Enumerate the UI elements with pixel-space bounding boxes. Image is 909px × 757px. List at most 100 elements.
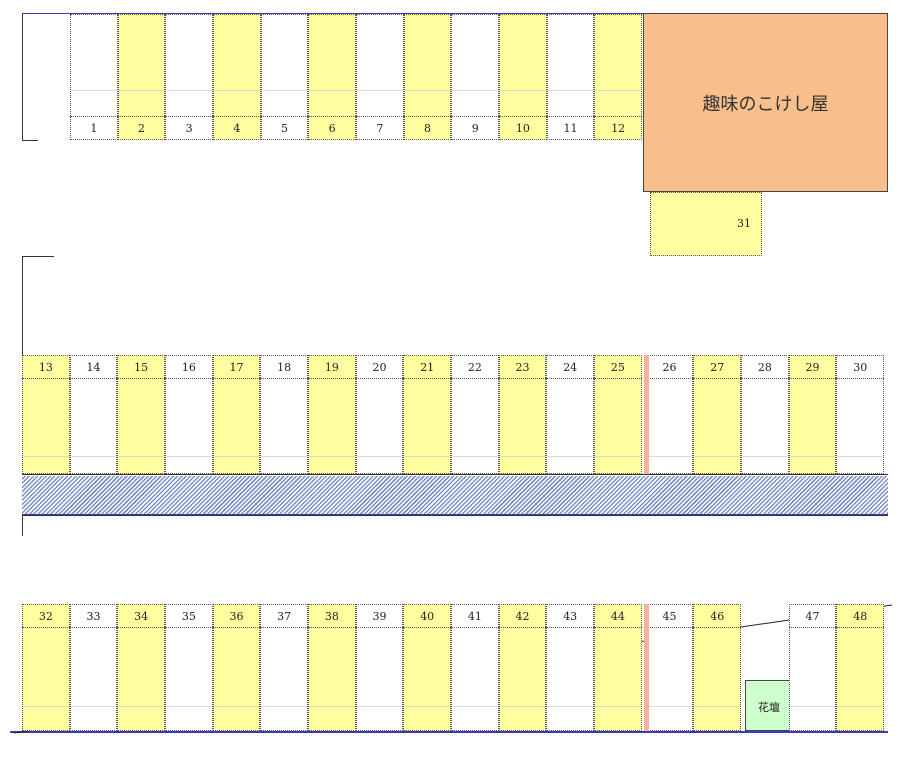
stall-46[interactable] xyxy=(693,604,742,731)
stall-number: 38 xyxy=(308,604,356,628)
stall-floor-line xyxy=(404,706,451,707)
stall-16[interactable] xyxy=(165,355,213,474)
stall-11[interactable] xyxy=(546,14,595,140)
stall-floor-line xyxy=(500,90,546,91)
stall-number: 11 xyxy=(546,116,595,140)
stall-47[interactable] xyxy=(788,604,837,731)
stall-number: 34 xyxy=(117,604,165,628)
stall-number: 45 xyxy=(645,604,694,628)
stall-number: 36 xyxy=(212,604,261,628)
stall-floor-line xyxy=(547,90,594,91)
stall-43[interactable] xyxy=(546,604,595,731)
stall-13[interactable] xyxy=(22,355,70,474)
stall-9[interactable] xyxy=(451,14,500,140)
wall-top-left xyxy=(22,14,23,140)
stall-number: 15 xyxy=(117,355,165,379)
stall-30[interactable] xyxy=(836,355,885,474)
stall-floor-line xyxy=(452,90,499,91)
stall-23[interactable] xyxy=(498,355,547,474)
stall-17[interactable] xyxy=(212,355,261,474)
stall-7[interactable] xyxy=(356,14,404,140)
stall-number: 24 xyxy=(546,355,595,379)
stall-14[interactable] xyxy=(69,355,118,474)
stall-10[interactable] xyxy=(499,14,547,140)
flower-bed-label: 花壇 xyxy=(758,701,780,714)
stall-33[interactable] xyxy=(69,604,118,731)
stall-number: 29 xyxy=(788,355,837,379)
stall-floor-line xyxy=(118,706,164,707)
stall-floor-line xyxy=(213,706,260,707)
stall-number: 7 xyxy=(356,116,404,140)
stall-number: 31 xyxy=(737,217,751,230)
stall-floor-line xyxy=(646,456,693,457)
stall-40[interactable] xyxy=(403,604,452,731)
stall-36[interactable] xyxy=(212,604,261,731)
stall-6[interactable] xyxy=(308,14,356,140)
stall-floor-line xyxy=(214,90,260,91)
stall-41[interactable] xyxy=(451,604,499,731)
stall-floor-line xyxy=(213,456,260,457)
stall-21[interactable] xyxy=(403,355,452,474)
stall-floor-line xyxy=(70,456,117,457)
stall-39[interactable] xyxy=(355,604,404,731)
stall-number: 21 xyxy=(403,355,452,379)
stall-32[interactable] xyxy=(22,604,70,731)
stall-20[interactable] xyxy=(355,355,404,474)
stall-28[interactable] xyxy=(741,355,789,474)
stall-48[interactable] xyxy=(836,604,885,731)
stall-floor-line xyxy=(837,706,884,707)
stall-number: 32 xyxy=(22,604,70,628)
stall-floor-line xyxy=(70,706,117,707)
stall-3[interactable] xyxy=(165,14,213,140)
stall-floor-line xyxy=(166,90,212,91)
stall-floor-line xyxy=(309,456,355,457)
stall-floor-line xyxy=(694,456,741,457)
stall-2[interactable] xyxy=(117,14,166,140)
stall-number: 47 xyxy=(788,604,837,628)
stall-25[interactable] xyxy=(594,355,642,474)
stall-number: 17 xyxy=(212,355,261,379)
stall-26[interactable] xyxy=(645,355,694,474)
stall-number: 12 xyxy=(594,116,643,140)
stall-number: 2 xyxy=(117,116,166,140)
salmon-divider xyxy=(644,604,649,731)
stall-42[interactable] xyxy=(498,604,547,731)
middle-row-bottom-line xyxy=(22,474,888,475)
stall-number: 39 xyxy=(355,604,404,628)
stall-15[interactable] xyxy=(117,355,165,474)
stall-floor-line xyxy=(356,456,403,457)
stall-number: 20 xyxy=(355,355,404,379)
flower-bed: 花壇 xyxy=(745,680,793,731)
stall-number: 6 xyxy=(308,116,356,140)
stall-44[interactable] xyxy=(594,604,642,731)
stall-18[interactable] xyxy=(260,355,308,474)
stall-number: 40 xyxy=(403,604,452,628)
stall-19[interactable] xyxy=(308,355,356,474)
stall-31[interactable]: 31 xyxy=(650,192,762,256)
stall-number: 41 xyxy=(451,604,499,628)
wall-bottom-left xyxy=(22,516,23,536)
stall-floor-line xyxy=(309,90,355,91)
stall-floor-line xyxy=(166,706,212,707)
stall-number: 1 xyxy=(70,116,118,140)
stall-12[interactable] xyxy=(594,14,643,140)
stall-number: 46 xyxy=(693,604,742,628)
stall-4[interactable] xyxy=(213,14,261,140)
stall-floor-line xyxy=(118,90,165,91)
stall-number: 9 xyxy=(451,116,500,140)
stall-floor-line xyxy=(837,456,884,457)
stall-45[interactable] xyxy=(645,604,694,731)
stall-number: 37 xyxy=(260,604,308,628)
stall-22[interactable] xyxy=(451,355,499,474)
stall-floor-line xyxy=(23,456,69,457)
stall-1[interactable] xyxy=(70,14,118,140)
stall-8[interactable] xyxy=(403,14,452,140)
stall-number: 28 xyxy=(741,355,789,379)
stall-37[interactable] xyxy=(260,604,308,731)
stall-38[interactable] xyxy=(308,604,356,731)
stall-29[interactable] xyxy=(788,355,837,474)
stall-number: 14 xyxy=(69,355,118,379)
wall-mid-left-head xyxy=(22,256,54,257)
stall-number: 19 xyxy=(308,355,356,379)
stall-27[interactable] xyxy=(693,355,742,474)
